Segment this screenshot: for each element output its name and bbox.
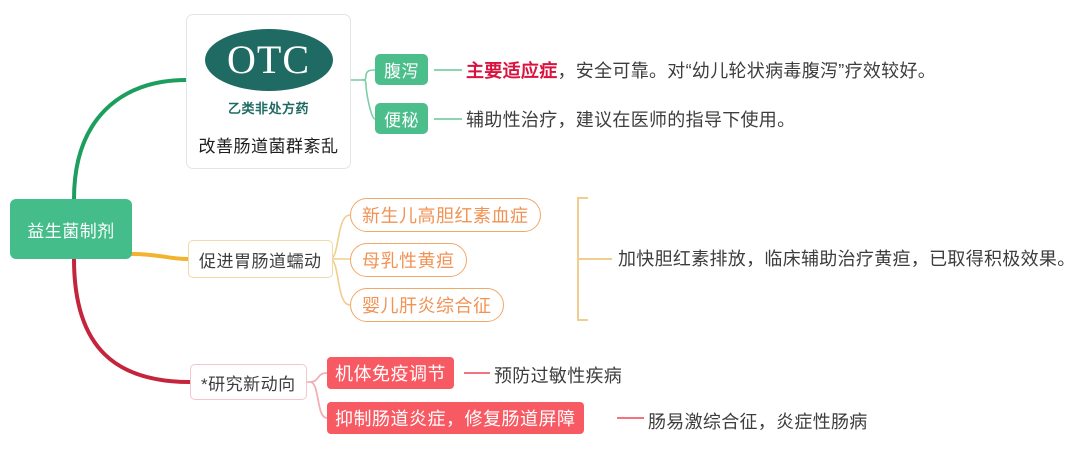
chip-diarrhea-label: 腹泻 xyxy=(384,62,419,81)
pill-infant-hepatitis-syndrome[interactable]: 婴儿肝炎综合征 xyxy=(350,288,504,322)
otc-card[interactable]: OTC 乙类非处方药 改善肠道菌群紊乱 xyxy=(186,14,351,169)
chip-gut-inflammation-label: 抑制肠道炎症，修复肠道屏障 xyxy=(335,409,576,429)
branch-research-label: *研究新动向 xyxy=(201,374,296,394)
description-constipation: 辅助性治疗，建议在医师的指导下使用。 xyxy=(466,106,795,132)
branch-research[interactable]: *研究新动向 xyxy=(190,364,307,400)
description-diarrhea: 主要适应症，安全可靠。对“幼儿轮状病毒腹泻”疗效较好。 xyxy=(466,57,936,83)
chip-gut-inflammation[interactable]: 抑制肠道炎症，修复肠道屏障 xyxy=(327,402,584,434)
group-bracket-jaundice xyxy=(577,197,588,321)
pill-breast-milk-jaundice[interactable]: 母乳性黄疸 xyxy=(350,243,467,277)
connector-root-to-motility xyxy=(130,252,190,261)
otc-logo-text: OTC xyxy=(227,37,310,82)
otc-logo-ellipse: OTC xyxy=(204,29,333,91)
connector-root-to-otc xyxy=(72,78,188,201)
otc-logo-subtitle: 乙类非处方药 xyxy=(227,101,309,116)
pill-infant-hepatitis-syndrome-label: 婴儿肝炎综合征 xyxy=(362,296,492,316)
connector-motility-brace xyxy=(329,214,351,306)
root-node[interactable]: 益生菌制剂 xyxy=(10,199,132,259)
root-node-label: 益生菌制剂 xyxy=(27,221,115,241)
description-jaundice-group: 加快胆红素排放，临床辅助治疗黄疸，已取得积极效果。 xyxy=(618,249,1076,269)
chip-constipation-label: 便秘 xyxy=(384,111,419,130)
description-ibs: 肠易激综合征，炎症性肠病 xyxy=(648,412,868,432)
description-allergy: 预防过敏性疾病 xyxy=(494,366,623,386)
connector-otc-brace-curve xyxy=(359,69,376,120)
description-constipation-rest: 辅助性治疗，建议在医师的指导下使用。 xyxy=(466,110,796,130)
pill-neonatal-hyperbilirubinemia-label: 新生儿高胆红素血症 xyxy=(362,206,529,226)
description-diarrhea-rest: ，安全可靠。对“幼儿轮状病毒腹泻”疗效较好。 xyxy=(557,61,937,81)
chip-immune-regulation[interactable]: 机体免疫调节 xyxy=(327,357,454,389)
pill-neonatal-hyperbilirubinemia[interactable]: 新生儿高胆红素血症 xyxy=(350,198,541,232)
chip-diarrhea[interactable]: 腹泻 xyxy=(375,54,428,85)
chip-constipation[interactable]: 便秘 xyxy=(375,103,428,134)
otc-card-caption: 改善肠道菌群紊乱 xyxy=(198,137,339,156)
description-diarrhea-highlight: 主要适应症 xyxy=(466,61,558,81)
branch-motility[interactable]: 促进胃肠道蠕动 xyxy=(188,240,333,278)
branch-motility-label: 促进胃肠道蠕动 xyxy=(199,251,322,271)
pill-breast-milk-jaundice-label: 母乳性黄疸 xyxy=(362,251,455,271)
connector-research-brace xyxy=(309,372,328,419)
connector-root-to-research xyxy=(72,257,192,384)
chip-immune-regulation-label: 机体免疫调节 xyxy=(335,364,446,384)
